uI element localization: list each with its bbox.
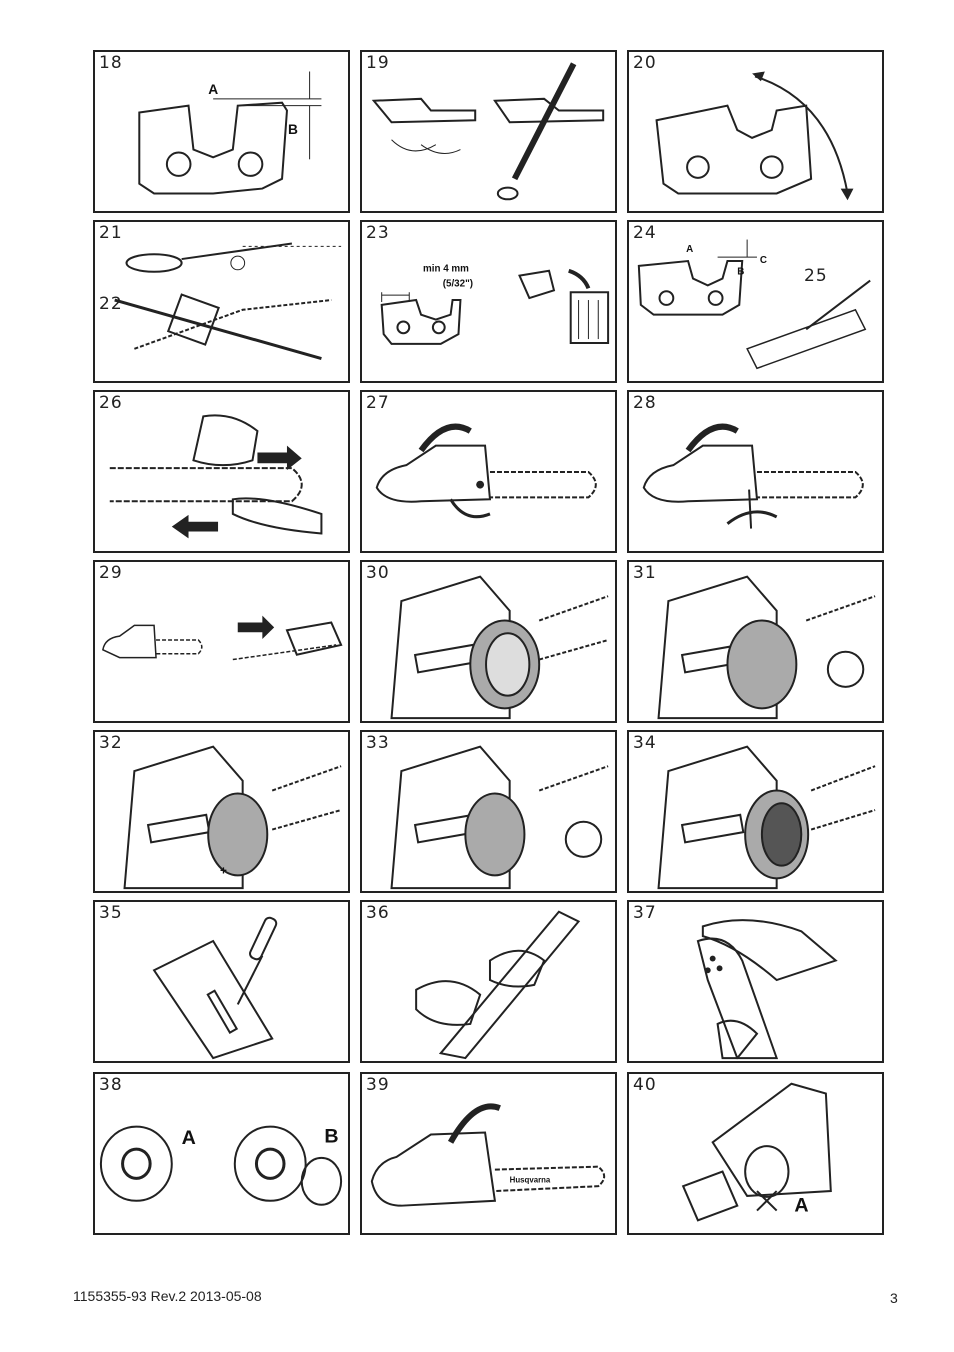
figure-number: 34	[633, 733, 657, 753]
chain-cutter-illustration: A B	[95, 52, 348, 211]
label-b: B	[288, 122, 298, 137]
figure-number: 40	[633, 1075, 657, 1095]
brand-label: Husqvarna	[510, 1175, 551, 1184]
figure-number: 25	[804, 266, 828, 286]
figure-35: 35	[93, 900, 350, 1063]
figure-number: 23	[366, 223, 390, 243]
chain-tensioner-knob-illustration	[362, 562, 615, 721]
label-a: A	[208, 82, 218, 97]
bar-turn-illustration	[362, 902, 615, 1061]
figure-37: 37	[627, 900, 884, 1063]
chainsaw-tension-screw-illustration	[629, 392, 882, 551]
label-a: A	[794, 1195, 808, 1217]
label-b: B	[737, 267, 744, 278]
chainsaw-bar-nut-loosen-illustration	[362, 392, 615, 551]
figure-number: 26	[99, 393, 123, 413]
figure-number: 37	[633, 903, 657, 923]
file-holder-illustration	[95, 222, 348, 381]
bar-tip-grease-illustration	[629, 902, 882, 1061]
figure-number: 21	[99, 223, 123, 243]
label-a: A	[182, 1127, 196, 1149]
clutch-drum-illustration: A B	[95, 1125, 348, 1233]
figure-21-22: 21 22	[93, 220, 350, 383]
label-min-length: min 4 mm	[423, 264, 469, 275]
figure-36: 36	[360, 900, 617, 1063]
figure-number: 19	[366, 53, 390, 73]
figure-number: 38	[99, 1075, 123, 1095]
tensioner-closed-illustration	[629, 732, 882, 891]
figure-number: 35	[99, 903, 123, 923]
figure-33: 33	[360, 730, 617, 893]
figure-39: 39 Husqvarna	[360, 1072, 617, 1235]
figure-30: 30	[360, 560, 617, 723]
figure-20: 20	[627, 50, 884, 213]
bar-oil-hole-screwdriver-illustration	[95, 902, 348, 1061]
figure-number: 31	[633, 563, 657, 583]
page-number: 3	[890, 1290, 898, 1306]
figure-number: 30	[366, 563, 390, 583]
figure-19: 19	[360, 50, 617, 213]
figure-number: 39	[366, 1075, 390, 1095]
figure-34: 34	[627, 730, 884, 893]
figure-number: 36	[366, 903, 390, 923]
label-a: A	[686, 244, 693, 255]
tensioner-tighten-illustration	[362, 732, 615, 891]
chain-tensioner-turn-illustration	[629, 562, 882, 721]
figure-24-25: 24 25 A B C	[627, 220, 884, 383]
figure-18: 18 A B	[93, 50, 350, 213]
figure-31: 31	[627, 560, 884, 723]
figure-number: 24	[633, 223, 657, 243]
tensioner-adjust-illustration: +	[95, 732, 348, 891]
figure-number: 32	[99, 733, 123, 753]
figure-number: 27	[366, 393, 390, 413]
figure-27: 27	[360, 390, 617, 553]
chain-tension-check-illustration	[95, 392, 348, 539]
label-plus: +	[220, 864, 227, 877]
chain-pull-check-illustration	[95, 615, 348, 721]
figure-26: 26	[93, 390, 350, 553]
figure-number: 29	[99, 563, 123, 583]
document-id: 1155355-93 Rev.2 2013-05-08	[73, 1288, 262, 1304]
figure-number: 28	[633, 393, 657, 413]
clutch-cover-removal-illustration: A	[629, 1074, 882, 1233]
minimum-cutter-length-illustration: min 4 mm (5/32")	[362, 264, 615, 381]
figure-40: 40 A	[627, 1072, 884, 1235]
label-b: B	[324, 1125, 338, 1147]
figure-number: 33	[366, 733, 390, 753]
label-min-length-inch: (5/32")	[443, 278, 473, 289]
figure-number: 18	[99, 53, 123, 73]
label-c: C	[760, 255, 767, 266]
depth-gauge-illustration: A B C	[629, 222, 882, 381]
figure-28: 28	[627, 390, 884, 553]
figure-29: 29	[93, 560, 350, 723]
figure-number: 20	[633, 53, 657, 73]
figure-23: 23 min 4 mm (5/32")	[360, 220, 617, 383]
figure-32: 32 +	[93, 730, 350, 893]
chainsaw-husqvarna-illustration: Husqvarna	[362, 1074, 615, 1233]
file-depth-illustration	[629, 71, 854, 201]
figure-number: 22	[99, 294, 123, 314]
figure-38: 38 A B	[93, 1072, 350, 1235]
file-angle-illustration	[362, 52, 615, 211]
